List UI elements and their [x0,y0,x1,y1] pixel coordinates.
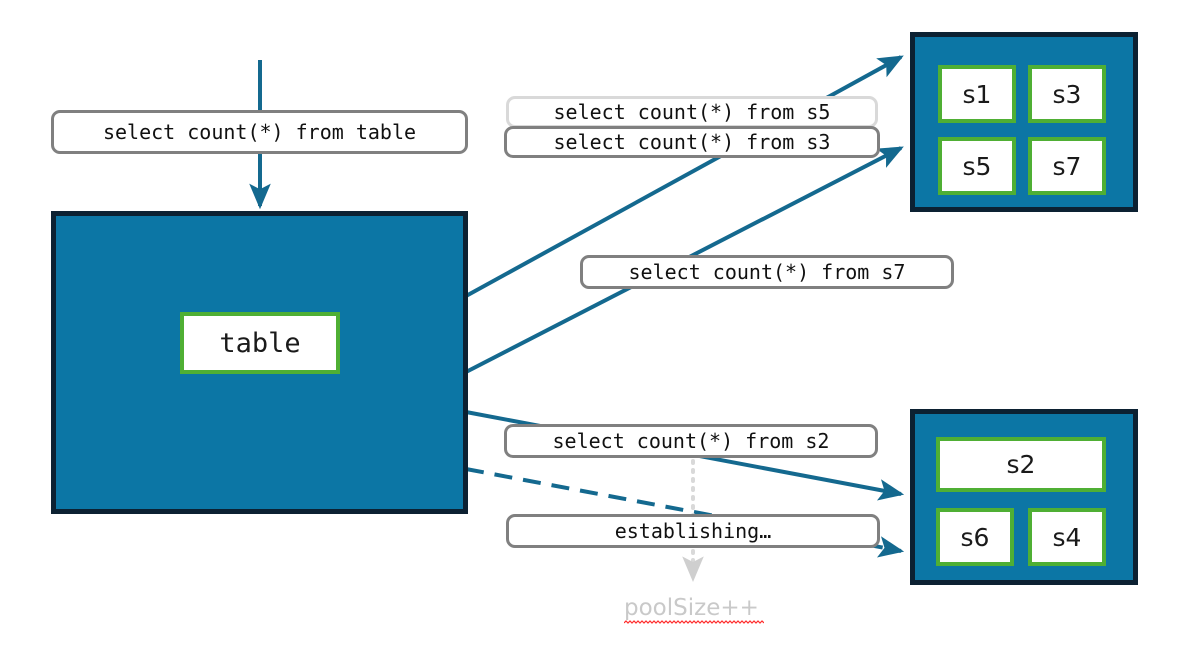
edge-table-to-pool-bottom-dashed [465,467,905,558]
query-pill-table[interactable]: select count(*) from table [51,110,468,154]
spellcheck-squiggle [624,620,764,624]
node-s3[interactable]: s3 [1028,65,1106,123]
node-s1[interactable]: s1 [938,65,1016,123]
node-s7[interactable]: s7 [1028,137,1106,195]
status-pill-establishing[interactable]: establishing… [506,514,880,548]
node-s5[interactable]: s5 [938,137,1016,195]
node-s2[interactable]: s2 [936,437,1106,492]
query-pill-s2[interactable]: select count(*) from s2 [504,424,878,458]
query-pill-s5[interactable]: select count(*) from s5 [506,96,878,128]
node-s6[interactable]: s6 [936,508,1014,566]
query-pill-s3[interactable]: select count(*) from s3 [504,126,880,158]
poolsize-label: poolSize++ [624,595,759,621]
query-pill-s7[interactable]: select count(*) from s7 [580,255,954,289]
table-node[interactable]: table [180,312,340,374]
poolsize-annotation: poolSize++ [624,595,764,624]
node-s4[interactable]: s4 [1028,508,1106,566]
